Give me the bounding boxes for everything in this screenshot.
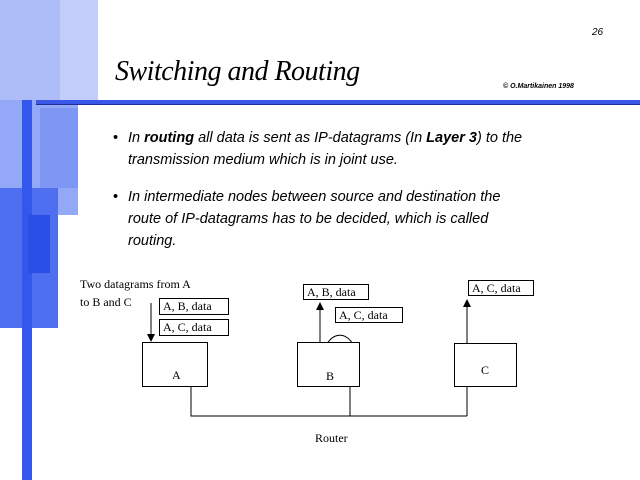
bullet-1-line-1: In routing all data is sent as IP-datagr… (128, 130, 523, 146)
network-link (190, 387, 351, 417)
bullet-1-line-2: transmission medium which is in joint us… (128, 152, 398, 168)
bullet-dot: • (113, 189, 119, 205)
diagram-caption-line-2: to B and C (80, 295, 132, 309)
copyright-notice: © O.Martikainen 1998 (503, 83, 574, 90)
bullet-2-text: In intermediate nodes between source and… (128, 186, 500, 252)
node-c-label: C (481, 363, 490, 377)
diagram-caption-line-1: Two datagrams from A (80, 277, 191, 291)
bullet-2-line-2: route of IP-datagrams has to be decided,… (128, 211, 489, 227)
slide-title: Switching and Routing (115, 56, 360, 87)
node-c: C (454, 343, 517, 387)
title-divider (36, 100, 640, 104)
packet-a-to-c-at-a: A, C, data (159, 319, 229, 336)
bullet-2-line-1: In intermediate nodes between source and… (128, 189, 501, 205)
page-number: 26 (592, 27, 604, 38)
decor-block-strip-dark (28, 215, 50, 273)
title-divider-shadow (36, 104, 640, 105)
packet-a-to-c-at-c: A, C, data (468, 280, 534, 296)
decor-block-inner (40, 108, 78, 188)
decor-block-top-mid (0, 0, 60, 108)
bullet-2-line-3: routing. (128, 233, 177, 249)
node-b-label: B (326, 369, 335, 383)
node-b: B (297, 342, 360, 387)
node-a-label: A (172, 368, 181, 382)
bullet-dot: • (113, 130, 119, 146)
packet-a-to-c-at-b: A, C, data (335, 307, 403, 323)
decor-block-strip (22, 100, 32, 480)
packet-a-to-b-at-b: A, B, data (303, 284, 369, 300)
packet-a-to-b-at-a: A, B, data (159, 298, 229, 315)
router-label: Router (315, 431, 348, 445)
bullet-1-text: In routing all data is sent as IP-datagr… (128, 127, 522, 171)
node-a: A (142, 342, 208, 387)
